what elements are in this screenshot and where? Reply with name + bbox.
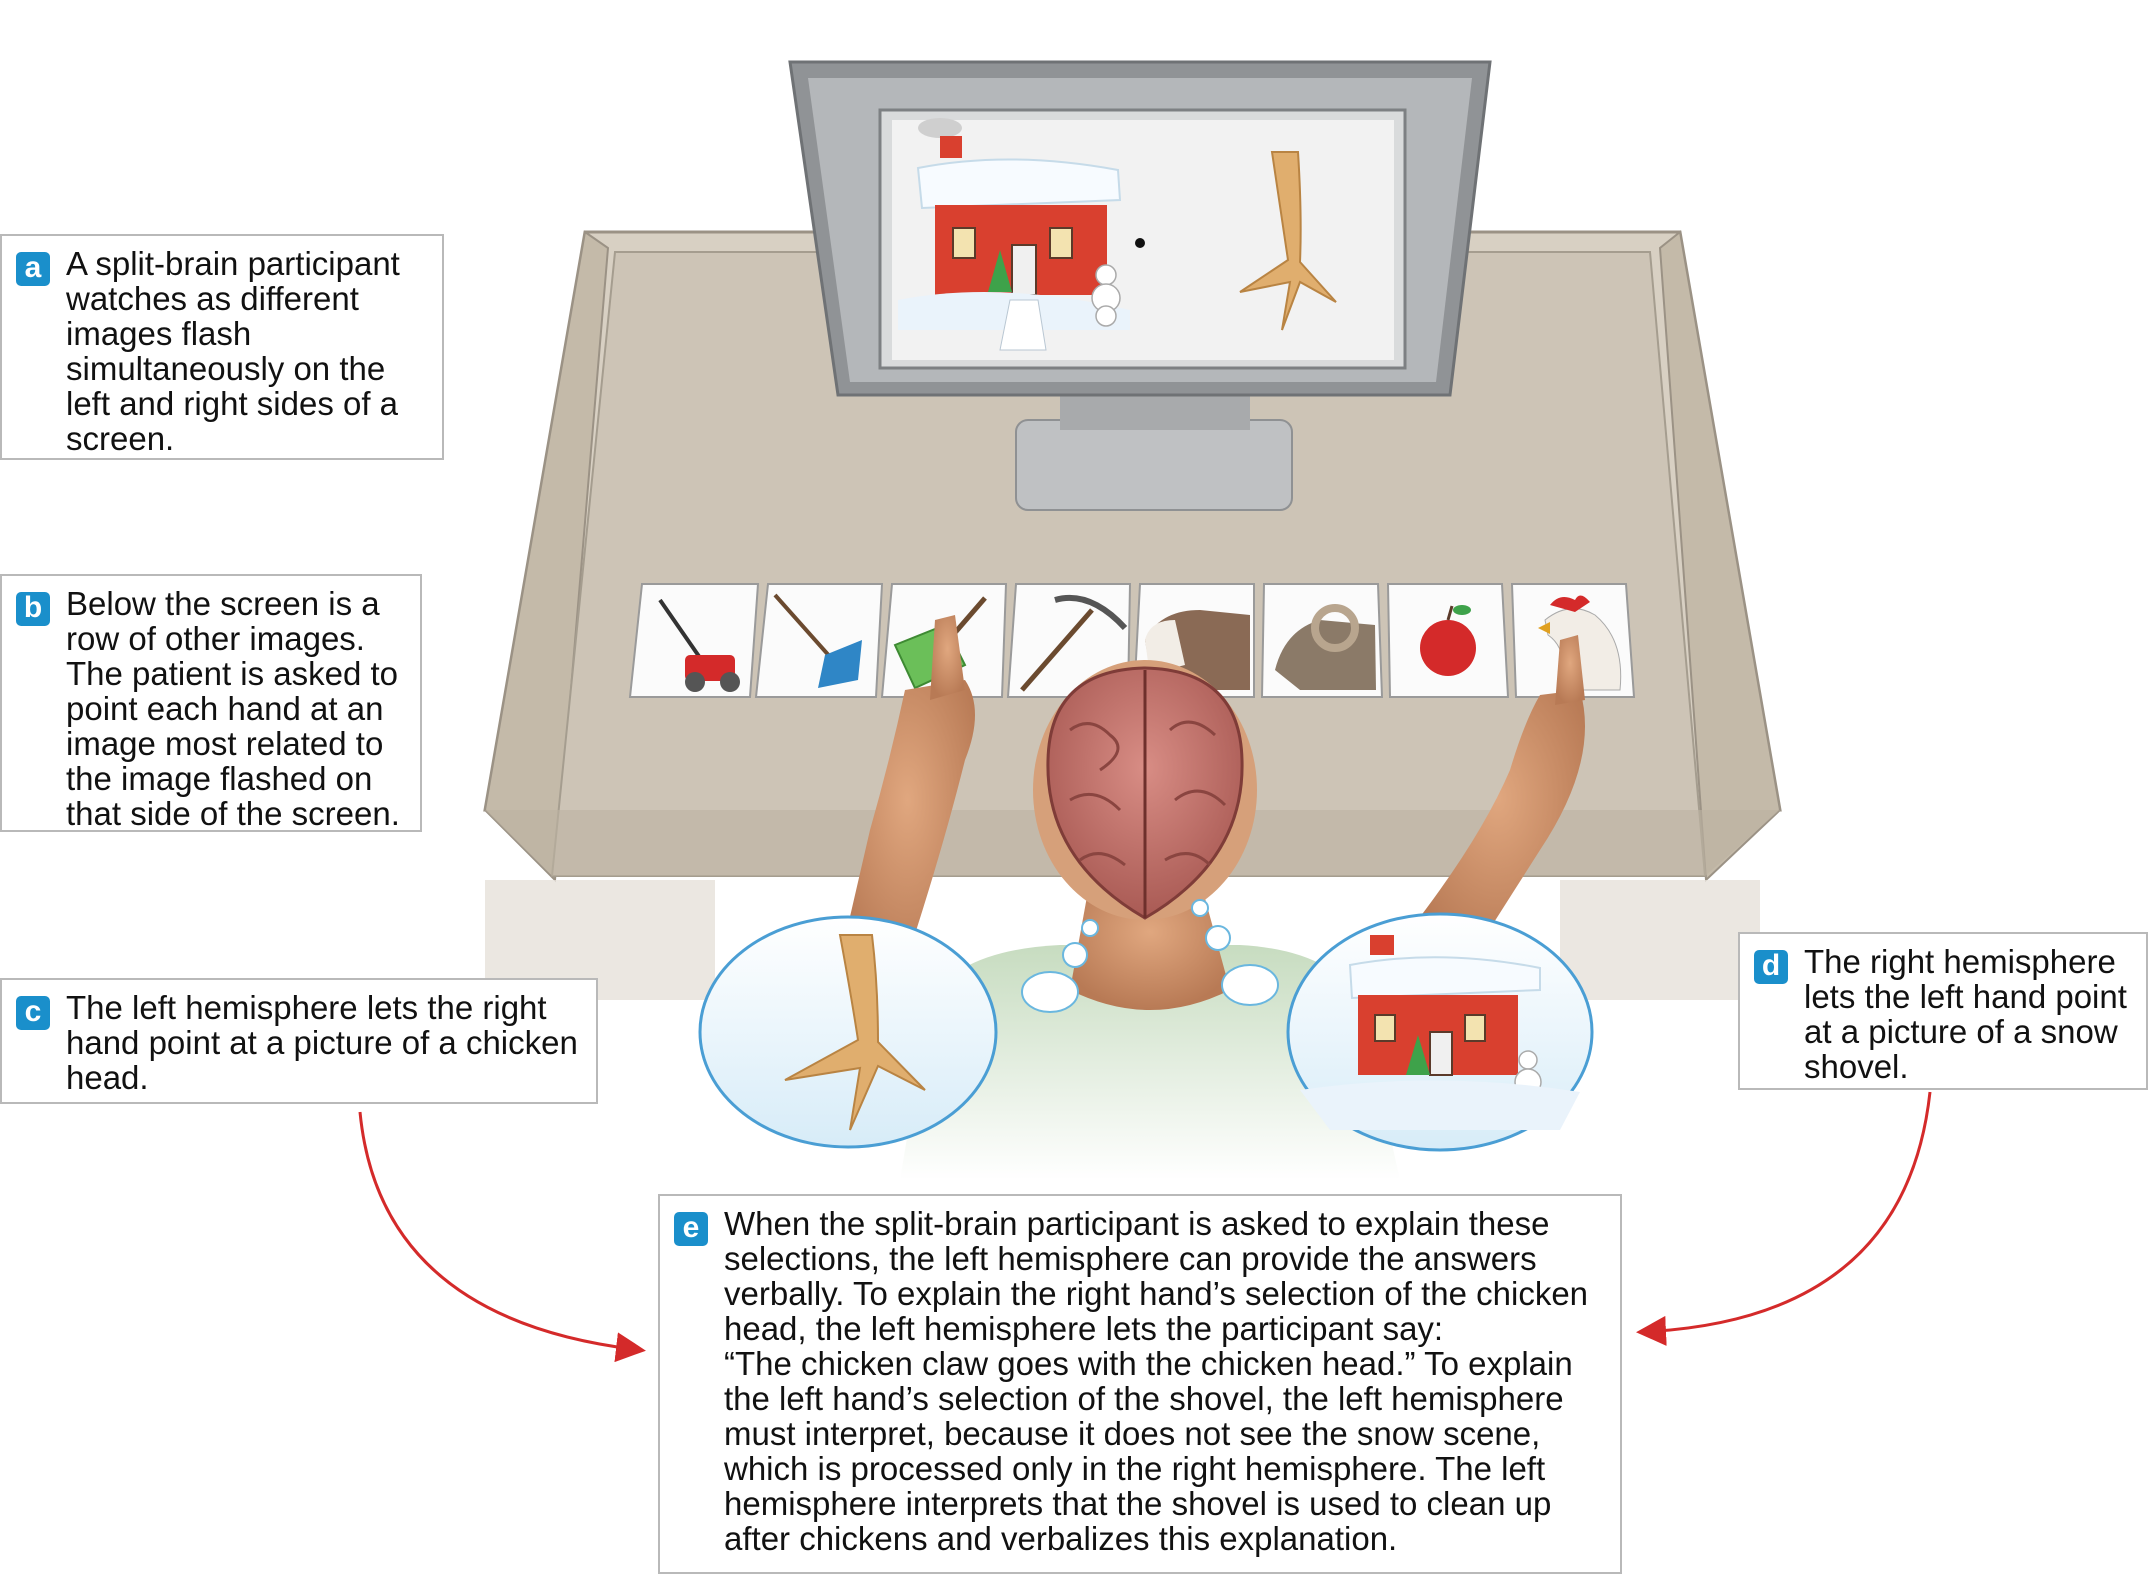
card-lawn-mower	[628, 583, 760, 698]
screen-snow-house	[898, 118, 1130, 351]
label-c: c	[16, 996, 50, 1030]
callout-c: c The left hemisphere lets the right han…	[0, 978, 598, 1104]
card-ram	[1260, 583, 1384, 698]
card-apple	[1386, 583, 1510, 698]
callout-c-text: The left hemisphere lets the right hand …	[66, 989, 578, 1096]
card-pickaxe	[1006, 583, 1132, 698]
arrow-c-to-e	[358, 1111, 646, 1363]
callout-a: a A split-brain participant watches as d…	[0, 234, 444, 460]
label-e: e	[674, 1212, 708, 1246]
screen-chicken-claw	[1239, 151, 1337, 331]
right-index-finger	[1555, 635, 1585, 705]
label-a: a	[16, 252, 50, 286]
card-rake	[754, 583, 884, 698]
participant	[840, 615, 1585, 1180]
fixation-dot	[1135, 238, 1145, 248]
left-thought-bubble	[698, 915, 1099, 1149]
callout-e: e When the split-brain participant is as…	[658, 1194, 1622, 1574]
arrow-d-to-e	[1636, 1091, 1932, 1346]
right-thought-bubble	[1191, 899, 1594, 1152]
callout-d-text: The right hemisphere lets the left hand …	[1804, 943, 2127, 1085]
callout-d: d The right hemisphere lets the left han…	[1738, 932, 2148, 1090]
left-index-finger	[930, 615, 965, 700]
callout-a-text: A split-brain participant watches as dif…	[66, 245, 400, 457]
label-d: d	[1754, 950, 1788, 984]
callout-e-text: When the split-brain participant is aske…	[724, 1205, 1589, 1557]
callout-b: b Below the screen is a row of other ima…	[0, 574, 422, 832]
callout-b-text: Below the screen is a row of other image…	[66, 585, 400, 832]
label-b: b	[16, 592, 50, 626]
